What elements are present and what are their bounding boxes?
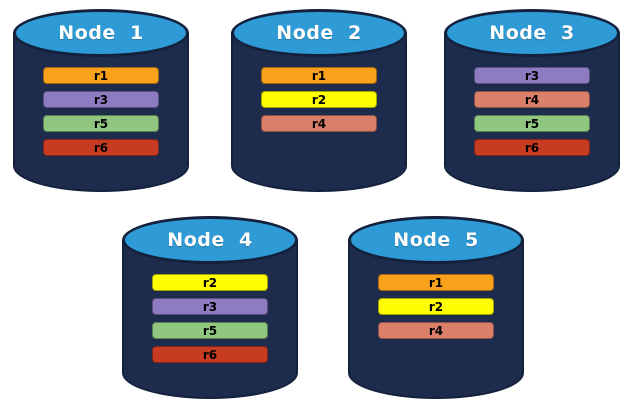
- replica-bar-r1: r1: [378, 274, 494, 291]
- replica-label: r2: [202, 275, 218, 290]
- replica-bar-r5: r5: [43, 115, 159, 132]
- replica-label: r1: [311, 68, 327, 83]
- cylinder-top-ellipse: Node 5: [348, 216, 524, 264]
- replica-label: r6: [524, 140, 540, 155]
- replica-label: r2: [428, 299, 444, 314]
- replica-bar-r4: r4: [378, 322, 494, 339]
- cylinder-body: [444, 33, 620, 192]
- replica-label: r2: [311, 92, 327, 107]
- replica-label: r3: [93, 92, 109, 107]
- cylinder-body: [122, 240, 298, 399]
- replica-list: r1 r2 r4: [261, 67, 377, 132]
- cylinder-body: [13, 33, 189, 192]
- cylinder-top-ellipse: Node 2: [231, 9, 407, 57]
- replica-label: r5: [524, 116, 540, 131]
- replica-label: r3: [524, 68, 540, 83]
- replica-label: r5: [202, 323, 218, 338]
- replica-bar-r3: r3: [474, 67, 590, 84]
- replica-bar-r5: r5: [474, 115, 590, 132]
- replica-bar-r3: r3: [152, 298, 268, 315]
- node-1-cylinder: Node 1 r1 r3 r5 r6: [13, 9, 189, 192]
- node-title: Node 2: [276, 22, 362, 44]
- replica-bar-r3: r3: [43, 91, 159, 108]
- replica-label: r3: [202, 299, 218, 314]
- cylinder-top-ellipse: Node 1: [13, 9, 189, 57]
- replica-bar-r2: r2: [261, 91, 377, 108]
- node-3-cylinder: Node 3 r3 r4 r5 r6: [444, 9, 620, 192]
- replica-list: r1 r2 r4: [378, 274, 494, 339]
- node-4-cylinder: Node 4 r2 r3 r5 r6: [122, 216, 298, 399]
- replica-list: r3 r4 r5 r6: [474, 67, 590, 156]
- replica-bar-r6: r6: [152, 346, 268, 363]
- cylinder-body: [348, 240, 524, 399]
- replica-label: r1: [428, 275, 444, 290]
- replica-label: r5: [93, 116, 109, 131]
- replica-bar-r5: r5: [152, 322, 268, 339]
- cylinder-top-ellipse: Node 4: [122, 216, 298, 264]
- replica-bar-r4: r4: [474, 91, 590, 108]
- node-title: Node 1: [58, 22, 144, 44]
- node-5-cylinder: Node 5 r1 r2 r4: [348, 216, 524, 399]
- replica-list: r1 r3 r5 r6: [43, 67, 159, 156]
- replica-label: r6: [202, 347, 218, 362]
- replica-bar-r6: r6: [474, 139, 590, 156]
- cylinder-body: [231, 33, 407, 192]
- replica-label: r4: [524, 92, 540, 107]
- replica-bar-r1: r1: [43, 67, 159, 84]
- replica-label: r6: [93, 140, 109, 155]
- node-title: Node 5: [393, 229, 479, 251]
- replica-bar-r1: r1: [261, 67, 377, 84]
- replica-label: r4: [428, 323, 444, 338]
- replica-list: r2 r3 r5 r6: [152, 274, 268, 363]
- replica-label: r4: [311, 116, 327, 131]
- replica-bar-r2: r2: [378, 298, 494, 315]
- replica-label: r1: [93, 68, 109, 83]
- replica-bar-r6: r6: [43, 139, 159, 156]
- replica-bar-r2: r2: [152, 274, 268, 291]
- node-2-cylinder: Node 2 r1 r2 r4: [231, 9, 407, 192]
- node-title: Node 3: [489, 22, 575, 44]
- cylinder-top-ellipse: Node 3: [444, 9, 620, 57]
- replica-bar-r4: r4: [261, 115, 377, 132]
- node-title: Node 4: [167, 229, 253, 251]
